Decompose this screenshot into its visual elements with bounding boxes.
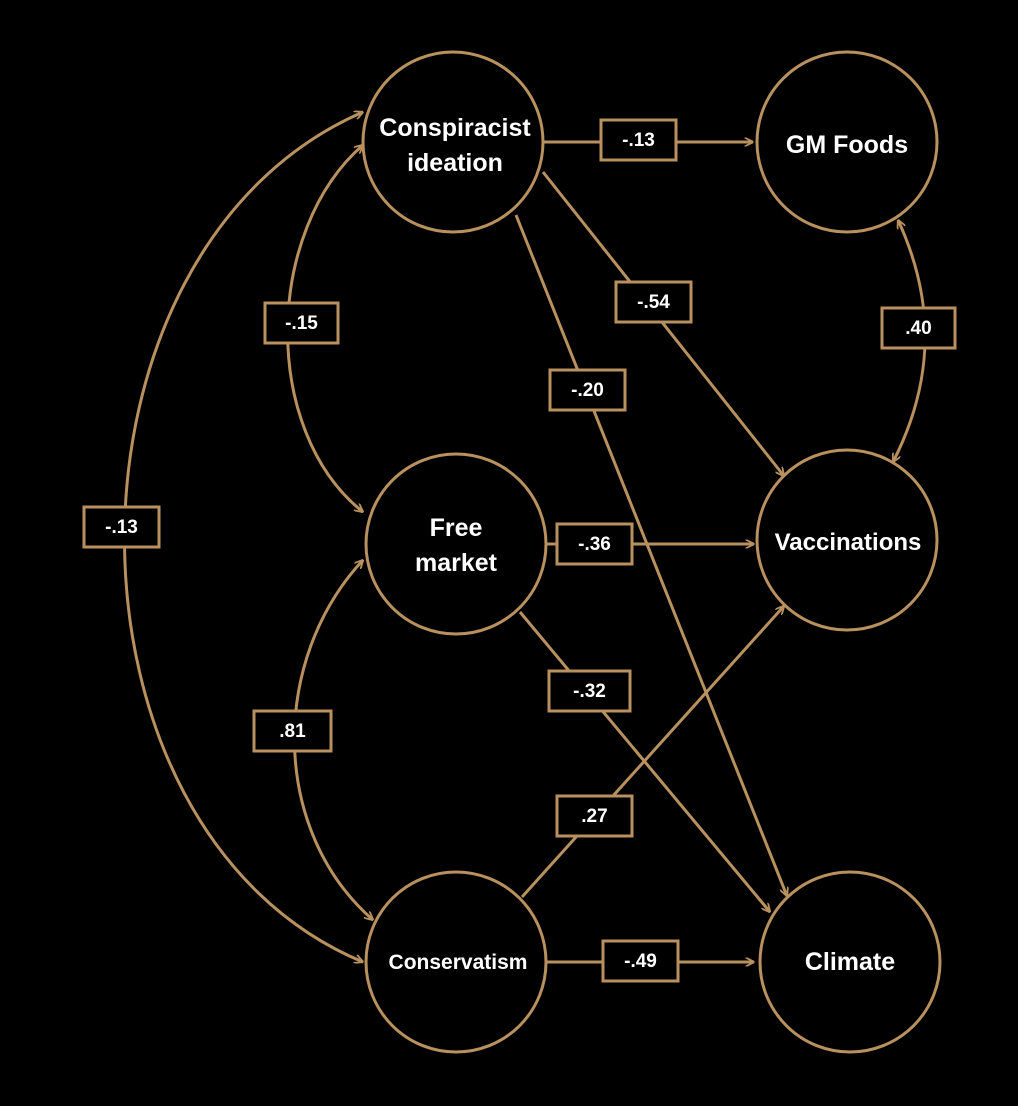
coef-free-market-vaccinations: -.36 — [555, 522, 634, 566]
arrow-conspiracist-vaccinations — [541, 171, 784, 476]
node-conspiracist-line1: Conspiracist — [379, 114, 531, 142]
node-gm-foods: GM Foods — [755, 50, 939, 234]
coef-conspiracist-climate-text: -.20 — [571, 380, 604, 401]
coef-free-market-conservatism: .81 — [252, 709, 333, 753]
coef-conspiracist-conservatism-text: -.13 — [105, 517, 138, 538]
node-free-market-line1: Free — [430, 514, 483, 542]
coef-free-market-vaccinations-text: -.36 — [578, 534, 611, 555]
node-conservatism-label: Conservatism — [389, 951, 528, 974]
coef-conspiracist-vaccinations-text: -.54 — [637, 292, 670, 313]
coef-free-market-climate: -.32 — [547, 669, 632, 713]
node-climate: Climate — [758, 870, 942, 1054]
node-conservatism: Conservatism — [364, 870, 548, 1054]
coef-conspiracist-free-market-text: -.15 — [285, 313, 318, 334]
coef-conspiracist-conservatism: -.13 — [82, 505, 161, 549]
node-conspiracist-line2: ideation — [407, 149, 503, 177]
coef-free-market-climate-text: -.32 — [573, 681, 606, 702]
coef-conspiracist-vaccinations: -.54 — [614, 280, 693, 324]
node-vaccinations: Vaccinations — [755, 448, 939, 632]
arrow-conservatism-vaccinations — [520, 606, 784, 899]
node-conspiracist: Conspiracist ideation — [361, 50, 545, 234]
arrow-conspiracist-climate — [514, 214, 787, 896]
coef-gm-vaccinations-text: .40 — [905, 318, 931, 339]
node-climate-label: Climate — [805, 948, 895, 976]
coef-conspiracist-climate: -.20 — [548, 368, 627, 412]
node-gm-foods-label: GM Foods — [786, 131, 908, 159]
coef-conspiracist-free-market: -.15 — [263, 301, 340, 345]
coef-conservatism-vaccinations-text: .27 — [581, 806, 607, 827]
node-vaccinations-label: Vaccinations — [775, 529, 922, 556]
coef-conservatism-climate-text: -.49 — [624, 951, 657, 972]
coef-gm-vaccinations: .40 — [880, 306, 957, 350]
node-free-market: Free market — [364, 452, 548, 636]
node-free-market-line2: market — [415, 549, 498, 577]
coef-free-market-conservatism-text: .81 — [279, 721, 306, 742]
coef-conservatism-vaccinations: .27 — [555, 794, 634, 838]
coef-conservatism-climate: -.49 — [601, 939, 680, 983]
coef-conspiracist-gm-text: -.13 — [622, 130, 655, 151]
coef-conspiracist-gm: -.13 — [599, 118, 678, 162]
